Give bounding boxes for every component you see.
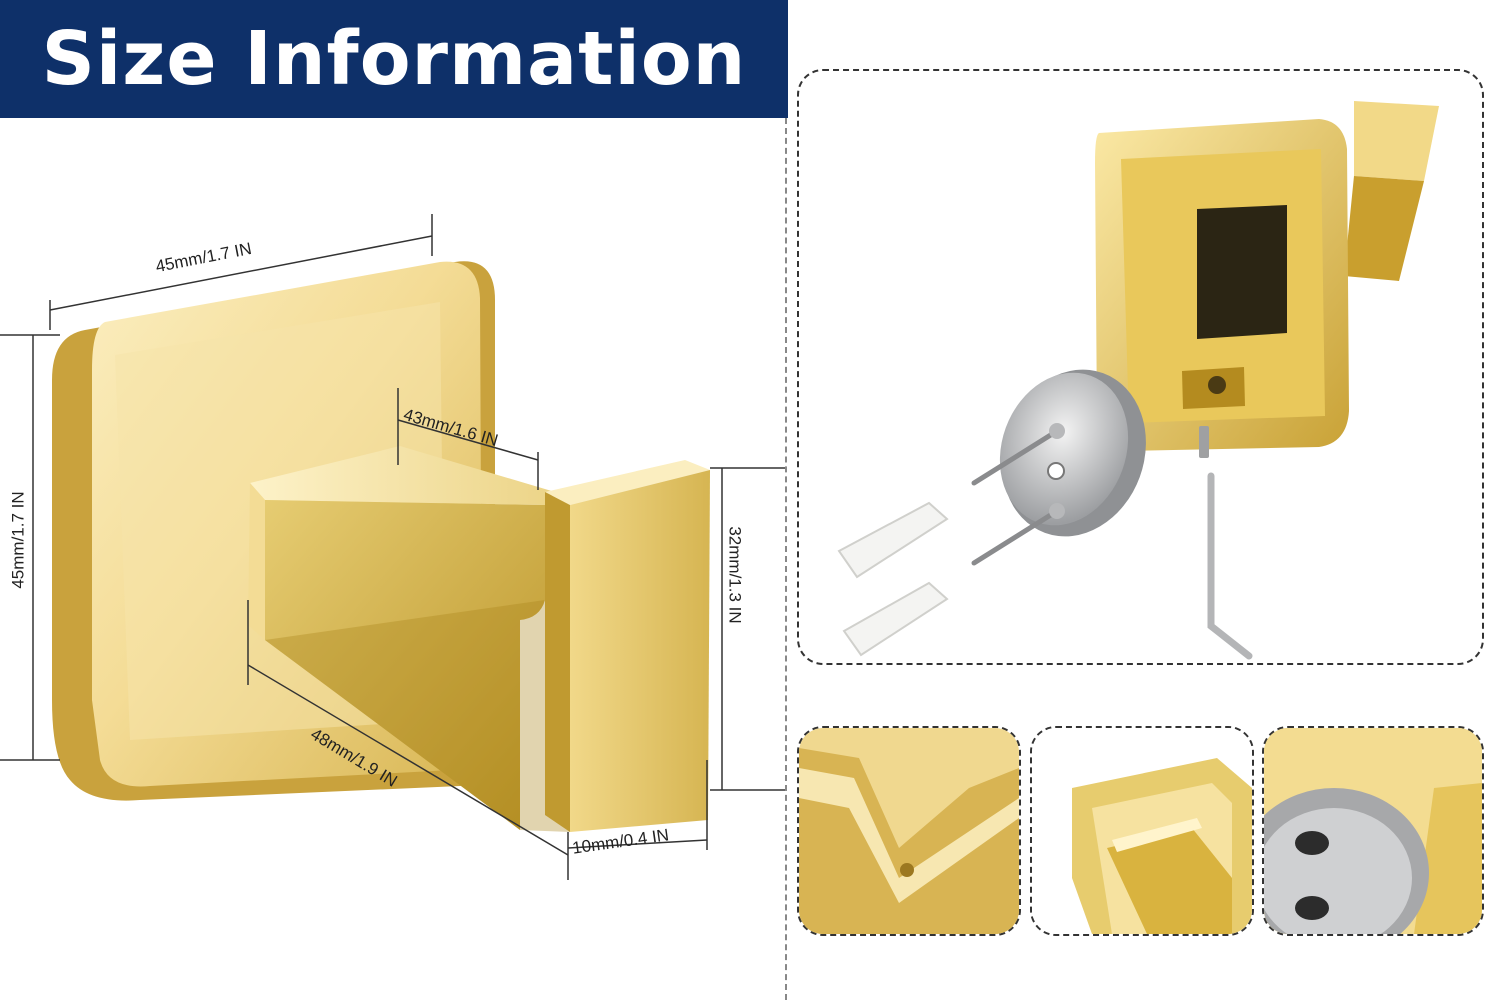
mounting-plate-part (999, 369, 1146, 537)
screw-head-icon (1049, 503, 1065, 519)
hex-key-part (1199, 426, 1253, 660)
screw-head-icon (1049, 423, 1065, 439)
title-banner: Size Information (0, 0, 788, 118)
wall-screws-part (971, 428, 1060, 566)
hook-arm (248, 446, 570, 832)
hole-icon (900, 863, 914, 877)
main-product-illustration (0, 214, 785, 880)
hole-icon (1295, 831, 1329, 855)
hook-upright (545, 460, 710, 832)
dim-base-height-label: 45mm/1.7 IN (8, 491, 28, 589)
wall-anchors-part (837, 501, 949, 657)
page-title: Size Information (41, 16, 747, 102)
detail-panel-hook-tip (797, 726, 1021, 936)
dim-hook-height-label: 32mm/1.3 IN (725, 526, 745, 624)
detail-panel-hook-joint (1030, 726, 1254, 936)
parts-panel (797, 69, 1484, 665)
detail-panel-mounting-plate (1262, 726, 1484, 936)
section-divider (785, 118, 787, 1000)
hook-body-part (1095, 101, 1439, 451)
dimension-lines (0, 214, 785, 880)
hole-icon (1295, 896, 1329, 920)
